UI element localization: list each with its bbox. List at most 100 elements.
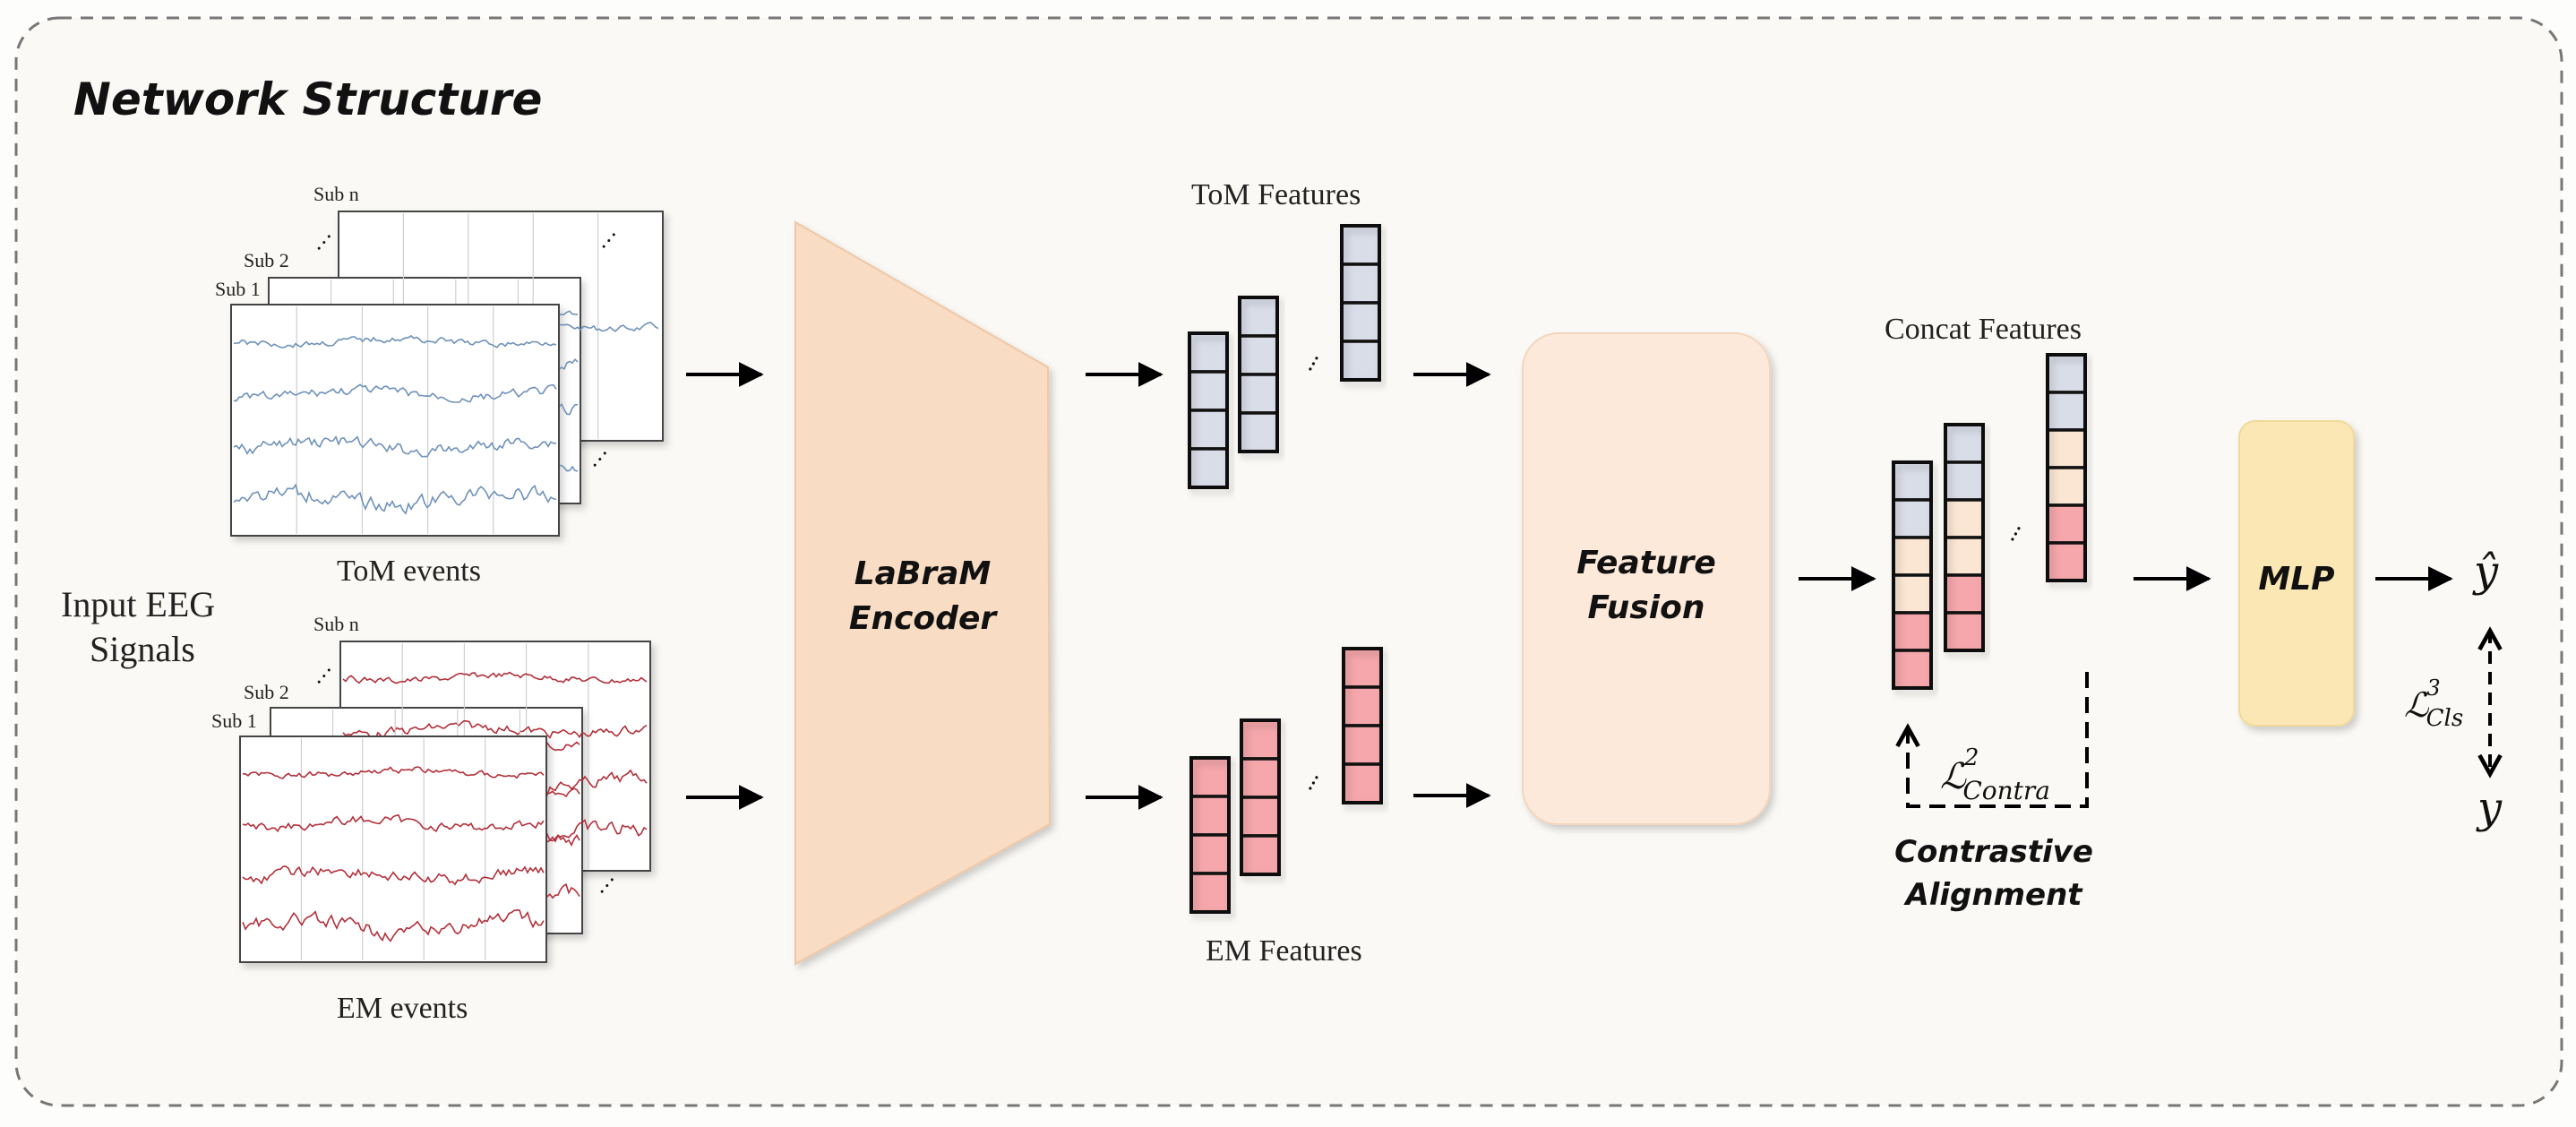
encoder-label-line1: LaBraM xyxy=(854,555,992,592)
em-feature-col-3-cell xyxy=(1342,762,1383,804)
concat-feature-col-3-cell xyxy=(2046,391,2087,432)
tom-sub-n-label: Sub n xyxy=(313,183,359,205)
mlp-block xyxy=(2238,420,2355,727)
em-feature-col-1-outline xyxy=(1189,756,1231,914)
tom-sub-1-waveform xyxy=(233,334,557,348)
tom-sub-1-waveform xyxy=(233,383,557,403)
em-sub-n-label: Sub n xyxy=(313,613,359,635)
em-feature-col-1-cell xyxy=(1189,833,1231,875)
diagram-title: Network Structure xyxy=(73,73,542,125)
tom-feature-col-3-cell xyxy=(1340,262,1381,305)
concat-feature-col-1-cell xyxy=(1892,573,1933,615)
em-feature-col-2-cell xyxy=(1240,796,1281,838)
em-feature-col-3-cell xyxy=(1342,647,1383,689)
mlp-label: MLP xyxy=(2258,561,2334,598)
tom-sub-1-panel-face xyxy=(230,304,560,537)
em-feature-col-1-cell xyxy=(1189,795,1231,837)
em-sub-1-panel-face xyxy=(239,736,547,963)
concat-feature-vectors xyxy=(1892,353,2087,690)
cls-loss-script: ℒ xyxy=(2404,685,2430,725)
em-feature-col-3-cell xyxy=(1342,724,1383,766)
em-feature-vectors xyxy=(1189,647,1383,914)
concat-features-label: Concat Features xyxy=(1885,313,2082,346)
concat-feature-col-3-cell xyxy=(2046,428,2087,469)
em-sub-1-label: Sub 1 xyxy=(211,710,257,732)
tom-events-caption: ToM events xyxy=(337,555,481,588)
cls-loss-sub: Cls xyxy=(2426,705,2464,732)
contrastive-label-line1: Contrastive xyxy=(1894,834,2093,870)
feature-fusion-block xyxy=(1522,332,1771,825)
concat-feature-col-3-cell xyxy=(2046,353,2087,394)
tom-feature-col-1-cell xyxy=(1188,409,1229,451)
tom-feature-col-3-outline xyxy=(1340,224,1381,382)
em-events-stack: Sub n Sub 2 Sub 1 ··· ··· EM events xyxy=(211,613,651,1025)
concat-feature-col-2-cell xyxy=(1944,498,1985,539)
contra-loss-sup: 2 xyxy=(1963,744,1979,771)
concat-feature-col-3-cell xyxy=(2046,503,2087,545)
tom-feature-col-2-outline xyxy=(1238,296,1279,453)
concat-feature-col-3-cell xyxy=(2046,466,2087,507)
tom-feature-col-1-outline xyxy=(1188,331,1229,489)
contra-loss-script: ℒ xyxy=(1940,756,1967,797)
em-sub-n-waveform xyxy=(342,719,648,740)
em-feature-col-2-cell xyxy=(1240,834,1281,876)
tom-sub-2-label: Sub 2 xyxy=(244,249,289,271)
tom-feature-col-1-cell xyxy=(1188,447,1229,489)
em-feature-col-3-outline xyxy=(1342,647,1383,804)
em-waveforms xyxy=(239,643,648,963)
em-events-caption: EM events xyxy=(337,992,468,1025)
em-features-label: EM Features xyxy=(1206,934,1362,968)
tom-events-stack: Sub n Sub 2 Sub 1 ··· ··· ··· ToM events xyxy=(215,183,664,588)
concat-feature-col-3-cell xyxy=(2046,541,2087,582)
tom-sub-1-waveform xyxy=(233,483,557,515)
em-sub-1-waveform xyxy=(242,814,545,833)
tom-feature-col-2-cell xyxy=(1238,373,1279,415)
prediction-y-hat: ŷ xyxy=(2472,546,2499,597)
tom-feature-col-2-cell xyxy=(1238,411,1279,453)
concat-feature-col-3-outline xyxy=(2046,353,2087,582)
concat-feature-col-2-cell xyxy=(1944,423,1985,464)
em-feature-col-1-cell xyxy=(1189,872,1231,914)
concat-feature-col-1-cell xyxy=(1892,649,1933,690)
concat-feature-col-1-cell xyxy=(1892,536,1933,577)
ground-truth-y: y xyxy=(2476,783,2503,833)
tom-features-label: ToM Features xyxy=(1191,178,1361,211)
contra-loss-sub: Contra xyxy=(1962,776,2050,805)
concat-feature-col-2-cell xyxy=(1944,460,1985,502)
concat-feature-col-2-cell xyxy=(1944,536,1985,577)
fusion-label-line2: Fusion xyxy=(1588,589,1705,626)
concat-feature-col-1-cell xyxy=(1892,460,1933,502)
concat-feature-col-2-cell xyxy=(1944,611,1985,652)
tom-feature-col-1-cell xyxy=(1188,331,1229,374)
tom-feature-vectors xyxy=(1188,224,1381,489)
labram-encoder-block xyxy=(794,220,1052,966)
fusion-label-line1: Feature xyxy=(1576,545,1716,581)
cls-loss-sup: 3 xyxy=(2426,675,2440,701)
tom-sub-1-label: Sub 1 xyxy=(215,278,261,300)
concat-feature-col-2-cell xyxy=(1944,573,1985,615)
tom-feature-col-3-cell xyxy=(1340,301,1381,343)
tom-sub-1-waveform xyxy=(233,435,557,458)
em-sub-1-waveform xyxy=(242,766,545,779)
em-feature-col-1-cell xyxy=(1189,756,1231,798)
input-label-line1: Input EEG xyxy=(61,584,215,624)
em-sub-1-waveform xyxy=(242,865,545,886)
concat-feature-col-1-cell xyxy=(1892,611,1933,652)
contrastive-label-line2: Alignment xyxy=(1902,877,2083,913)
em-feature-col-2-cell xyxy=(1240,718,1281,761)
em-sub-2-label: Sub 2 xyxy=(244,681,289,703)
em-sub-n-waveform xyxy=(342,671,648,684)
concat-feature-col-1-outline xyxy=(1892,460,1933,690)
tom-feature-col-2-cell xyxy=(1238,296,1279,338)
tom-feature-col-1-cell xyxy=(1188,370,1229,412)
em-sub-1-waveform xyxy=(242,908,545,942)
tom-waveforms xyxy=(230,213,659,537)
em-feature-col-2-cell xyxy=(1240,757,1281,799)
tom-feature-col-3-cell xyxy=(1340,340,1381,382)
concat-feature-col-2-outline xyxy=(1944,423,1985,652)
tom-feature-col-3-cell xyxy=(1340,224,1381,266)
